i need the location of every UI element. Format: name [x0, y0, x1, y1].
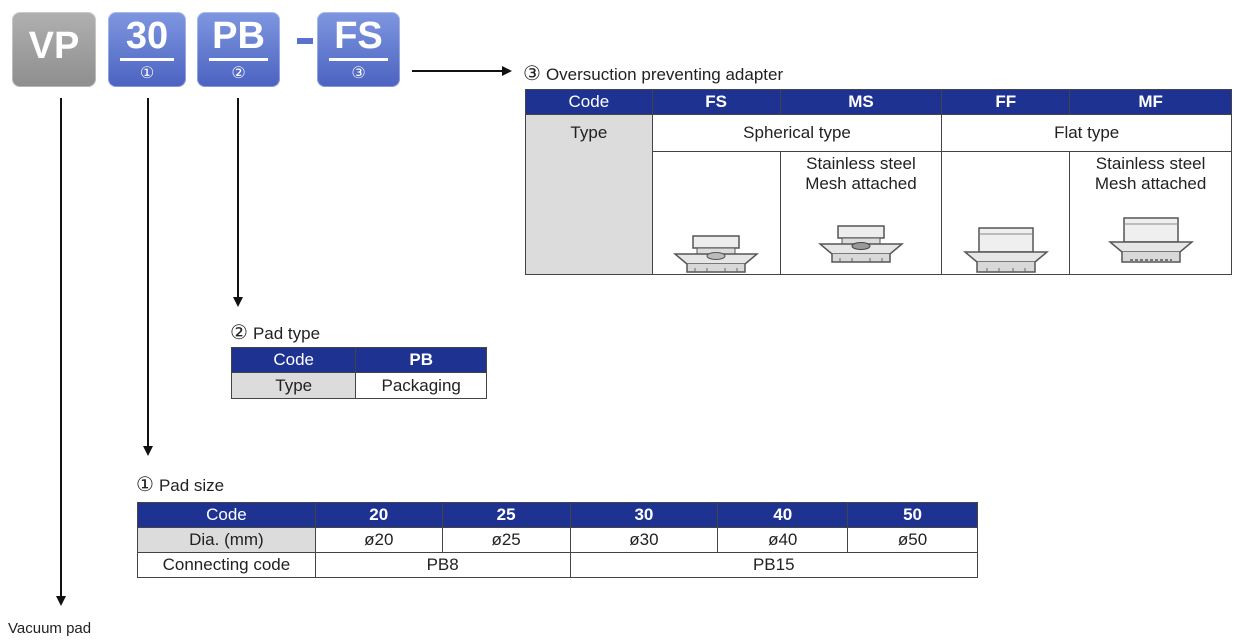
vacuum-pad-label: Vacuum pad	[8, 620, 92, 637]
code-dash	[297, 38, 313, 44]
padsize-code-40: 40	[717, 502, 849, 528]
flat-adapter-icon	[962, 227, 1049, 273]
padsize-code-50: 50	[847, 502, 978, 528]
padsize-dia-40: ø40	[717, 527, 849, 553]
adapter-index: ③	[351, 65, 366, 82]
padtype-header-label: Code	[230, 347, 357, 373]
padsize-connecting-pb8: PB8	[314, 552, 571, 578]
padsize-connecting-label: Connecting code	[137, 552, 316, 578]
mf-mesh-line2: Mesh attached	[1094, 174, 1207, 193]
spherical-mesh-adapter-icon	[817, 225, 904, 263]
size-index: ①	[139, 65, 155, 82]
padsize-table: Code 20 25 30 40 50 Dia. (mm) ø20 ø25 ø3…	[137, 502, 978, 578]
adapter-code: FS	[334, 15, 383, 57]
adapter-rule	[329, 58, 388, 61]
padsize-title-text: Pad size	[158, 476, 225, 495]
ms-mesh-line2: Mesh attached	[805, 174, 917, 193]
adapter-title-text: Oversuction preventing adapter	[545, 65, 784, 84]
adapter-box: FS ③	[317, 12, 400, 87]
adapter-cell-ms: Stainless steel Mesh attached	[779, 151, 943, 275]
adapter-spherical: Spherical type	[651, 114, 943, 152]
padsize-dia-label: Dia. (mm)	[137, 527, 316, 553]
padsize-code-25: 25	[441, 502, 571, 528]
padtype-type-value: Packaging	[355, 372, 487, 399]
adapter-cell-mf: Stainless steel Mesh attached	[1069, 151, 1232, 275]
spherical-adapter-icon	[673, 235, 760, 273]
adapter-header-label: Code	[525, 89, 653, 115]
adapter-code-mf: MF	[1069, 89, 1232, 115]
prefix-code: VP	[28, 25, 80, 67]
adapter-type-label: Type	[525, 114, 653, 152]
padsize-code-20: 20	[314, 502, 443, 528]
flat-mesh-adapter-icon	[1107, 217, 1194, 263]
padtype-type-label: Type	[230, 372, 357, 399]
padsize-dia-50: ø50	[847, 527, 978, 553]
padtype-box: PB ②	[197, 12, 280, 87]
padsize-num: ①	[136, 474, 154, 496]
adapter-cell-fs	[651, 151, 781, 275]
padtype-title-text: Pad type	[252, 324, 321, 343]
padsize-dia-20: ø20	[314, 527, 443, 553]
adapter-code-ms: MS	[779, 89, 943, 115]
padtype-rule	[209, 58, 268, 61]
padsize-code-30: 30	[569, 502, 719, 528]
adapter-num: ③	[523, 63, 541, 85]
adapter-code-ff: FF	[941, 89, 1071, 115]
padsize-header-label: Code	[137, 502, 316, 528]
size-box: 30 ①	[108, 12, 186, 87]
padtype-num: ②	[230, 322, 248, 344]
padtype-code: PB	[212, 15, 265, 57]
prefix-box: VP	[12, 12, 96, 87]
adapter-code-fs: FS	[651, 89, 781, 115]
ms-mesh-line1: Stainless steel	[806, 154, 916, 173]
adapter-cell-ff	[941, 151, 1071, 275]
size-code: 30	[125, 15, 169, 57]
adapter-flat: Flat type	[941, 114, 1232, 152]
size-rule	[120, 58, 174, 61]
padsize-dia-30: ø30	[569, 527, 719, 553]
padsize-connecting-pb15: PB15	[569, 552, 978, 578]
padtype-index: ②	[231, 65, 246, 82]
adapter-table: Code FS MS FF MF Type Spherical type Fla…	[525, 89, 1232, 275]
mf-mesh-line1: Stainless steel	[1095, 154, 1206, 173]
padtype-header-code: PB	[355, 347, 487, 373]
padtype-table: Code PB Type Packaging	[230, 347, 487, 399]
adapter-label-blank	[525, 151, 653, 275]
padsize-dia-25: ø25	[441, 527, 571, 553]
